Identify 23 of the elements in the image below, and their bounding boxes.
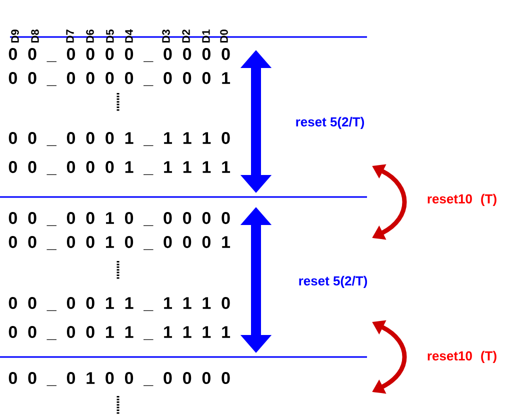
binary-value: 0 0 _ 0 0 1 1 _ 1 1 1 1 (8, 326, 230, 340)
interval-label: reset 5(2/T) (299, 276, 368, 288)
bit-label: D2 (182, 30, 190, 43)
binary-value: 0 0 _ 0 0 0 0 _ 0 0 0 1 (8, 72, 230, 86)
bit-label: D4 (125, 29, 133, 43)
binary-value: 0 0 _ 0 0 1 1 _ 1 1 1 0 (8, 297, 230, 311)
bit-label: D7 (66, 30, 74, 43)
bit-label: D5 (106, 30, 114, 43)
binary-value: 0 0 _ 0 0 0 1 _ 1 1 1 0 (8, 132, 230, 146)
binary-value: 0 0 _ 0 1 0 0 _ 0 0 0 0 (8, 372, 230, 386)
bit-label: D1 (202, 30, 210, 43)
bit-label: D9 (11, 30, 19, 43)
interval-label: reset10 (T) (428, 194, 496, 206)
bit-label: D6 (86, 30, 94, 43)
bit-label: D0 (220, 30, 228, 43)
bit-label: D8 (31, 30, 39, 43)
interval-label: reset10 (T) (428, 350, 496, 364)
binary-value: 0 0 _ 0 0 1 0 _ 0 0 0 0 (8, 212, 230, 226)
bit-label: D3 (162, 30, 170, 43)
binary-value: 0 0 _ 0 0 1 0 _ 0 0 0 1 (8, 236, 230, 250)
interval-label: reset 5(2/T) (296, 116, 364, 130)
binary-value: 0 0 _ 0 0 0 1 _ 1 1 1 1 (8, 161, 230, 175)
binary-value: 0 0 _ 0 0 0 0 _ 0 0 0 0 (8, 48, 230, 62)
